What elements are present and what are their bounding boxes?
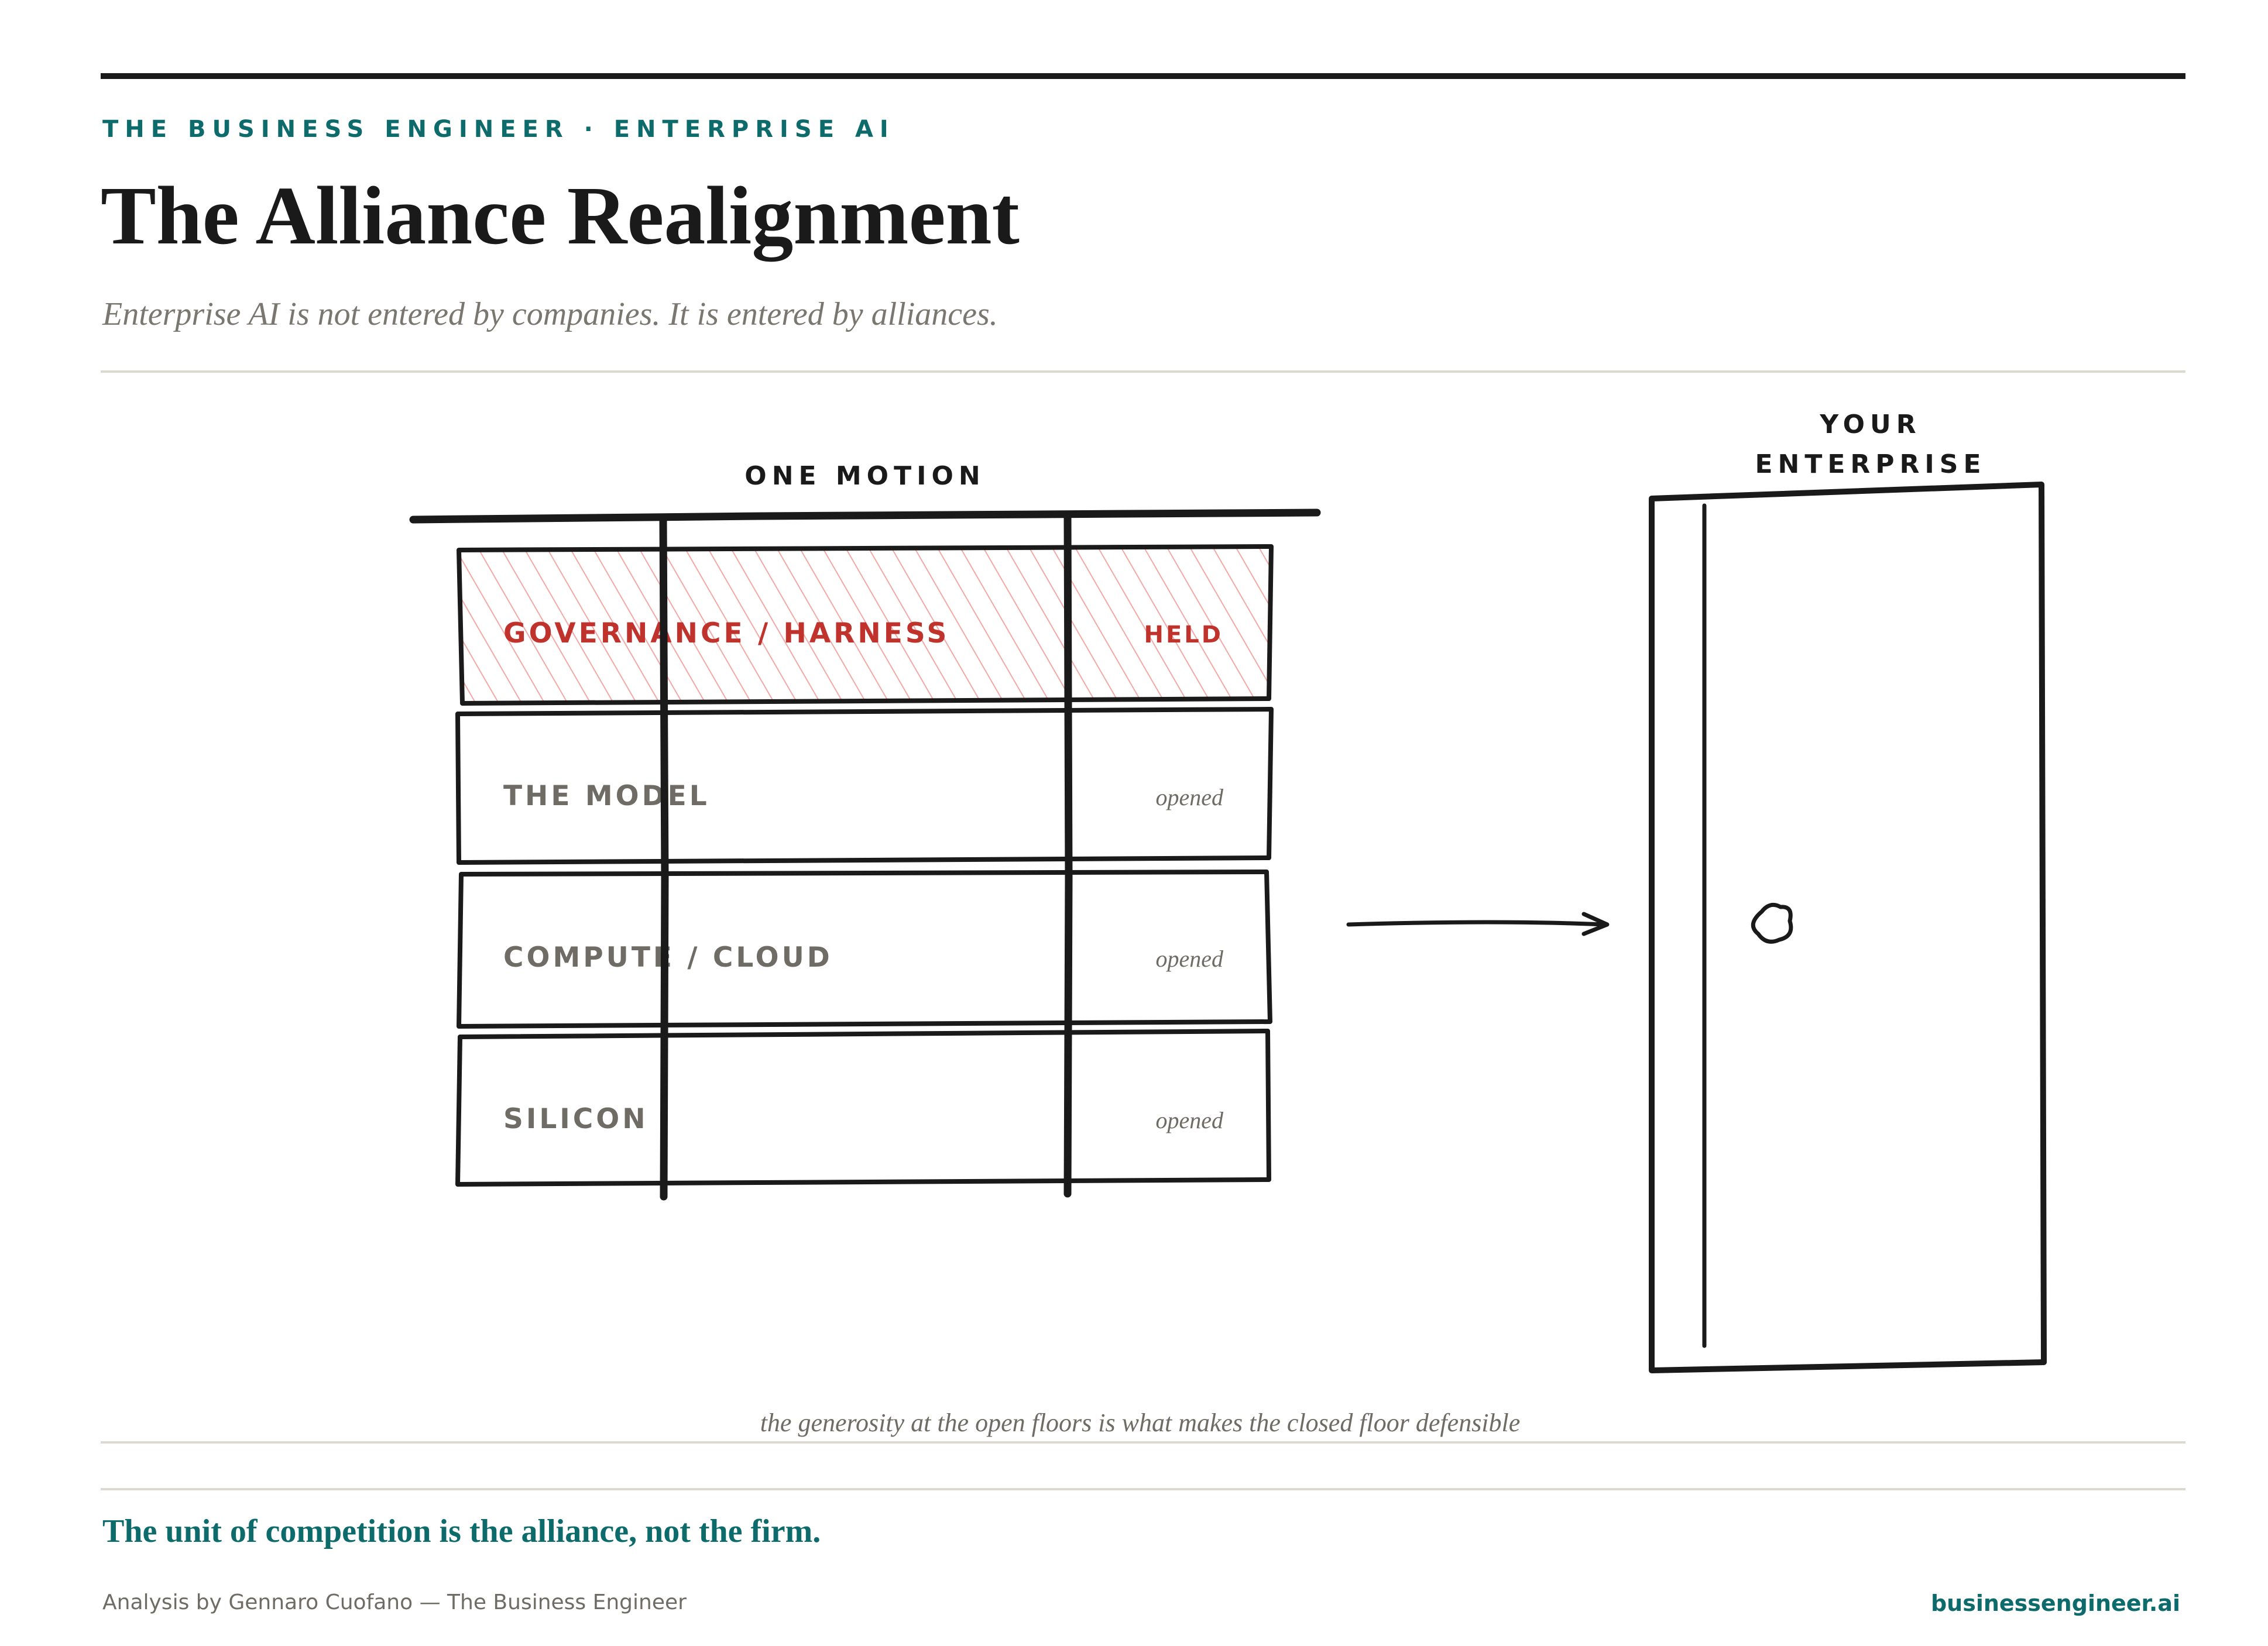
arrow-head-icon — [1581, 912, 1610, 936]
page-title: The Alliance Realignment — [101, 169, 1020, 262]
diagram-caption: the generosity at the open floors is wha… — [760, 1408, 1521, 1437]
layer-state-held: HELD — [1144, 621, 1224, 648]
layer-box — [455, 707, 1274, 865]
layer-compute-cloud: COMPUTE / CLOUD opened — [457, 870, 1272, 1029]
layer-box — [457, 870, 1272, 1029]
footer-divider — [101, 1488, 2185, 1490]
door-label-line1: YOUR — [1819, 410, 1921, 439]
layer-state: opened — [1155, 784, 1224, 810]
stack-post-left — [659, 516, 669, 1201]
door-frame — [1649, 482, 2047, 1373]
door-label-line2: ENTERPRISE — [1755, 449, 1986, 479]
layer-governance-harness: GOVERNANCE / HARNESS HELD — [457, 544, 1274, 706]
takeaway: The unit of competition is the alliance,… — [102, 1513, 821, 1549]
layer-state: opened — [1155, 946, 1224, 972]
layer-name: THE MODEL — [503, 780, 710, 812]
page-subtitle: Enterprise AI is not entered by companie… — [102, 296, 998, 332]
layer-name: GOVERNANCE / HARNESS — [503, 617, 949, 650]
layer-the-model: THE MODEL opened — [455, 707, 1274, 865]
site-link[interactable]: businessengineer.ai — [1930, 1590, 2180, 1616]
door-icon — [1649, 482, 2047, 1373]
layer-box — [457, 544, 1274, 706]
arrow-line — [1346, 920, 1606, 927]
layer-name: SILICON — [503, 1103, 649, 1135]
caption-divider — [101, 1441, 2185, 1444]
layer-silicon: SILICON opened — [455, 1029, 1271, 1187]
door-knob-icon — [1751, 902, 1793, 944]
stack-label: ONE MOTION — [744, 461, 985, 491]
header-divider — [101, 370, 2185, 373]
kicker: THE BUSINESS ENGINEER · ENTERPRISE AI — [102, 116, 895, 143]
stack-top-bar — [409, 508, 1321, 524]
top-rule — [101, 73, 2185, 79]
layer-box — [455, 1029, 1271, 1187]
stack-post-right — [1063, 513, 1073, 1198]
layer-state: opened — [1155, 1107, 1224, 1133]
byline: Analysis by Gennaro Cuofano — The Busine… — [102, 1590, 687, 1614]
